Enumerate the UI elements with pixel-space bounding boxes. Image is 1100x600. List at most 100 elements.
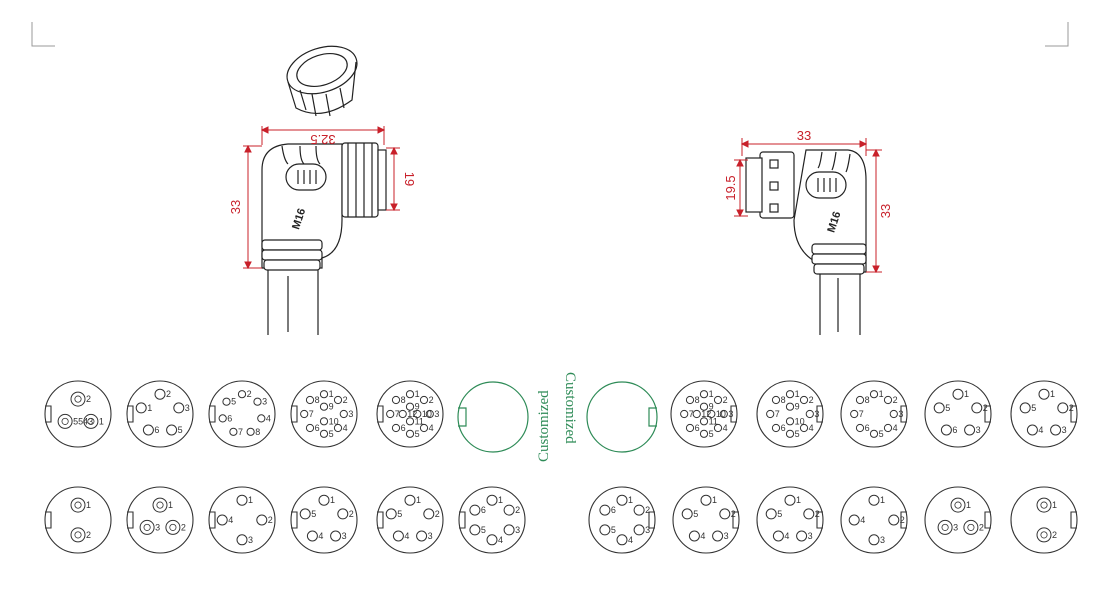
pin-contact <box>719 409 728 419</box>
pin-contact <box>699 390 709 399</box>
pin-number: 3 <box>880 535 885 545</box>
pin-number: 5 <box>415 429 420 439</box>
pin-number: 6 <box>865 423 870 433</box>
pin-number: 2 <box>1069 403 1074 413</box>
pin-contact <box>685 423 695 433</box>
pin-number: 1 <box>329 389 334 399</box>
pin-number: 2 <box>893 395 898 405</box>
pin-number: 5 <box>611 525 616 535</box>
pin-number: 2 <box>979 522 984 532</box>
pin-number: 2 <box>645 505 650 515</box>
pin-number: 8 <box>865 395 870 405</box>
pin-number: 9 <box>709 402 714 412</box>
pin-number: 8 <box>315 395 320 405</box>
pin-number: 4 <box>429 423 434 433</box>
pin-number: 6 <box>401 423 406 433</box>
pin-contact <box>503 524 515 536</box>
pin-contact <box>391 423 401 433</box>
pin-contact <box>771 423 781 433</box>
pin-contact <box>318 494 330 506</box>
pin-number: 1 <box>879 389 884 399</box>
pin-number: 5 <box>795 429 800 439</box>
pin-contact <box>305 395 315 405</box>
pin-number: 2 <box>731 509 736 519</box>
crop-marks <box>31 22 1069 47</box>
customized-label-mirrored: Customized <box>562 372 578 444</box>
pin-number: 4 <box>723 423 728 433</box>
pin-number: 3 <box>428 531 433 541</box>
pin-number: 2 <box>809 395 814 405</box>
pin-number: 2 <box>86 530 91 540</box>
pin-number: 5 <box>693 509 698 519</box>
pin-number: 5 <box>879 429 884 439</box>
pin-number: 4 <box>228 515 233 525</box>
pin-number: 3 <box>645 525 650 535</box>
coupling-nut-icon <box>286 45 358 117</box>
pin-contact <box>423 508 435 520</box>
pin-contact <box>692 409 701 419</box>
pin-number: 1 <box>1050 389 1055 399</box>
pin-contact <box>712 530 724 542</box>
pin-contact <box>616 534 628 546</box>
left-connector-view: M16 32.5 33 19 <box>228 45 417 335</box>
left-height-dimension: 33 <box>228 200 243 214</box>
pin-number: 1 <box>330 495 335 505</box>
female-row2-face: 12 <box>1010 486 1078 554</box>
left-nut-dimension: 19 <box>402 172 417 186</box>
pin-number: 5 <box>777 509 782 519</box>
pin-contact <box>713 423 723 433</box>
pin-contact <box>799 395 809 405</box>
pin-contact <box>386 409 395 419</box>
pin-number: 12 <box>407 409 417 419</box>
pin-layouts: 2155432356123487651234567891012345678910… <box>44 380 1078 554</box>
pin-number: 2 <box>723 395 728 405</box>
pin-contact <box>699 402 709 411</box>
pin-number: 7 <box>859 409 864 419</box>
pin-contact <box>1038 388 1050 400</box>
pin-contact <box>848 514 860 526</box>
pin-contact <box>257 414 266 423</box>
left-width-dimension: 32.5 <box>310 132 335 147</box>
pin-contact <box>784 494 796 506</box>
pin-contact <box>1057 402 1069 414</box>
customized-faces: Customized Customized <box>457 372 658 462</box>
pin-number: 1 <box>709 389 714 399</box>
pin-number: 1 <box>248 495 253 505</box>
pin-contact <box>713 395 723 405</box>
pin-contact <box>503 504 515 516</box>
pin-contact <box>883 423 893 433</box>
pin-contact <box>237 390 247 399</box>
pin-contact <box>803 508 815 520</box>
pin-number: 1 <box>712 495 717 505</box>
pin-number: 3 <box>342 531 347 541</box>
pin-number: 5 <box>1031 403 1036 413</box>
pin-number: 3 <box>248 535 253 545</box>
pin-contact <box>888 514 900 526</box>
pin-number: 4 <box>404 531 409 541</box>
pin-contact <box>319 417 329 426</box>
pin-number: 9 <box>795 402 800 412</box>
pin-contact <box>306 530 318 542</box>
pin-number: 4 <box>784 531 789 541</box>
pin-number: 1 <box>99 416 104 426</box>
pin-contact <box>392 530 404 542</box>
pin-contact <box>868 534 880 546</box>
pin-number: 8 <box>695 395 700 405</box>
pin-number: 2 <box>268 515 273 525</box>
pin-number: 1 <box>168 500 173 510</box>
pin-contact <box>681 508 693 520</box>
pin-number: 6 <box>952 425 957 435</box>
pin-number: 7 <box>689 409 694 419</box>
pin-contact <box>869 390 879 399</box>
pin-contact <box>1026 424 1038 436</box>
pin-number: 9 <box>415 402 420 412</box>
pin-contact <box>869 429 879 438</box>
pin-contact <box>142 424 154 436</box>
pin-number: 2 <box>515 505 520 515</box>
pin-contact <box>166 424 178 436</box>
